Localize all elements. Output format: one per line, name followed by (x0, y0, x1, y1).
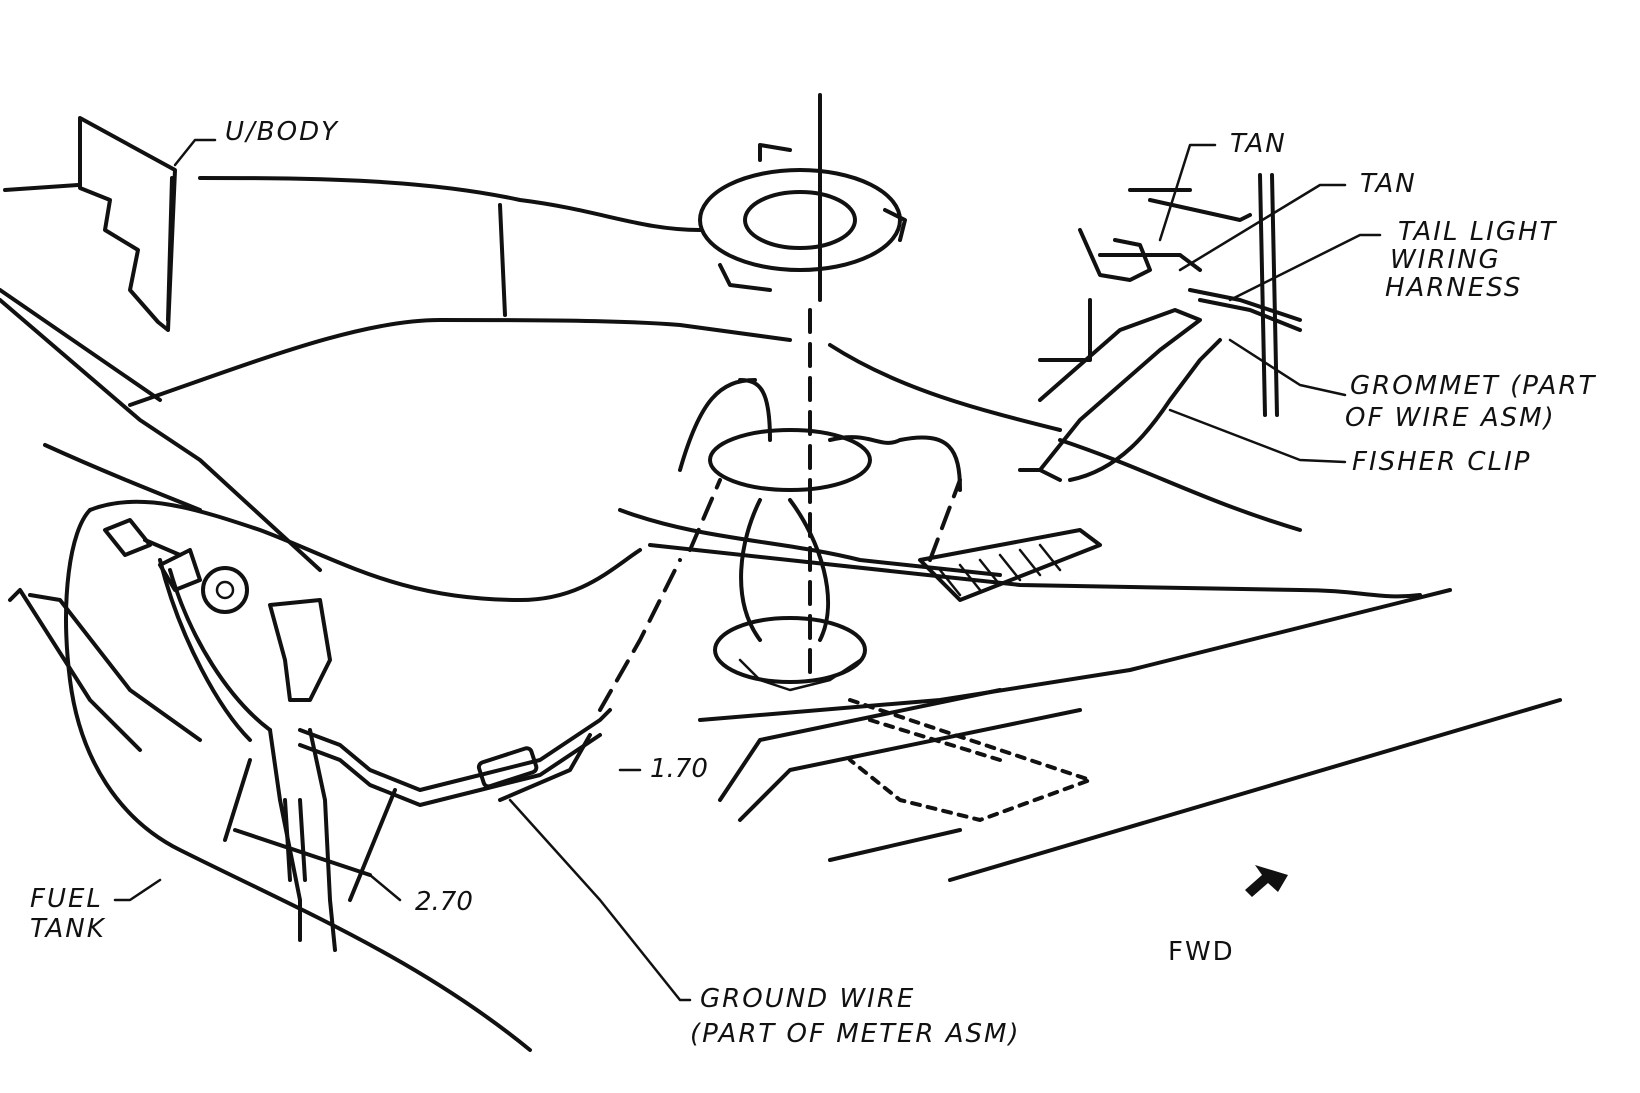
label-tail-light-harness-line3: HARNESS (1385, 273, 1523, 303)
label-fwd: FWD (1168, 937, 1235, 967)
sending-unit-assembly (678, 93, 1092, 822)
label-ground-wire-line1: GROUND WIRE (700, 984, 916, 1014)
label-underbody: U/BODY (225, 117, 339, 147)
fuel-tank-body (64, 438, 1562, 1052)
connector-pad (918, 478, 1102, 602)
label-dimension-2-70: 2.70 (415, 887, 473, 917)
arrow-down-left-icon (1245, 865, 1288, 897)
label-ground-wire-line2: (PART OF METER ASM) (690, 1019, 1021, 1049)
leader-lines (113, 138, 1382, 1002)
dimension-lines (223, 733, 642, 902)
ground-bolt (103, 518, 332, 702)
label-fuel-tank-line2: TANK (30, 914, 106, 944)
ground-wire (158, 478, 722, 807)
label-tail-light-harness-line2: WIRING (1390, 245, 1501, 275)
label-grommet-line1: GROMMET (PART (1350, 371, 1597, 401)
label-dimension-1-70: 1.70 (650, 754, 708, 784)
wiring-harness (1018, 173, 1302, 482)
label-fuel-tank-line1: FUEL (30, 884, 103, 914)
body-floor-outline (0, 203, 1062, 572)
underbody-panel (3, 116, 702, 332)
label-fisher-clip: FISHER CLIP (1352, 447, 1532, 477)
label-grommet-line2: OF WIRE ASM) (1345, 403, 1556, 433)
label-tan-lower: TAN (1360, 169, 1417, 199)
label-tan-upper: TAN (1230, 129, 1287, 159)
label-tail-light-harness-line1: TAIL LIGHT (1398, 217, 1558, 247)
